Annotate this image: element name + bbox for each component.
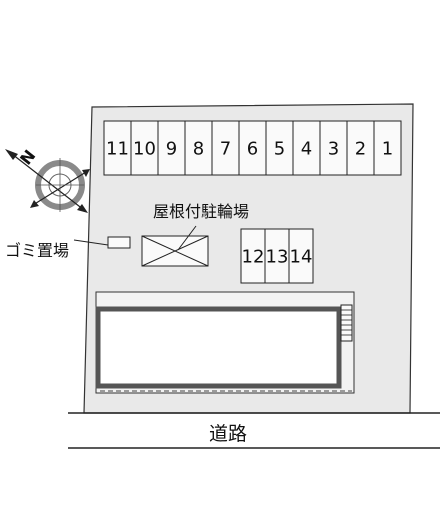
parking-space-2: 2: [355, 138, 366, 159]
parking-space-7: 7: [220, 138, 231, 159]
parking-space-11: 11: [106, 138, 129, 159]
parking-space-6: 6: [247, 138, 258, 159]
stairs: [340, 304, 353, 342]
top-row-border: [103, 120, 402, 176]
parking-space-13: 13: [266, 246, 289, 267]
garbage-area-label: ゴミ置場: [5, 241, 69, 260]
parking-space-9: 9: [166, 138, 177, 159]
covered-bicycle-parking-label: 屋根付駐輪場: [153, 202, 249, 221]
parking-space-1: 1: [382, 138, 393, 159]
parking-space-3: 3: [328, 138, 339, 159]
garbage-leader-line: [73, 239, 109, 246]
compass-icon: [5, 149, 90, 213]
road-label: 道路: [209, 423, 247, 445]
parking-space-4: 4: [301, 138, 312, 159]
covered-bicycle-parking: [141, 235, 209, 267]
mid-row-border: [240, 228, 314, 284]
north-label: N: [16, 146, 39, 168]
parking-space-8: 8: [193, 138, 204, 159]
parking-space-5: 5: [274, 138, 285, 159]
parking-space-12: 12: [242, 246, 265, 267]
parking-space-10: 10: [133, 138, 156, 159]
leader-line: [177, 225, 197, 251]
building: [95, 306, 342, 389]
garbage-area-box: [107, 236, 131, 249]
parking-space-14: 14: [290, 246, 313, 267]
